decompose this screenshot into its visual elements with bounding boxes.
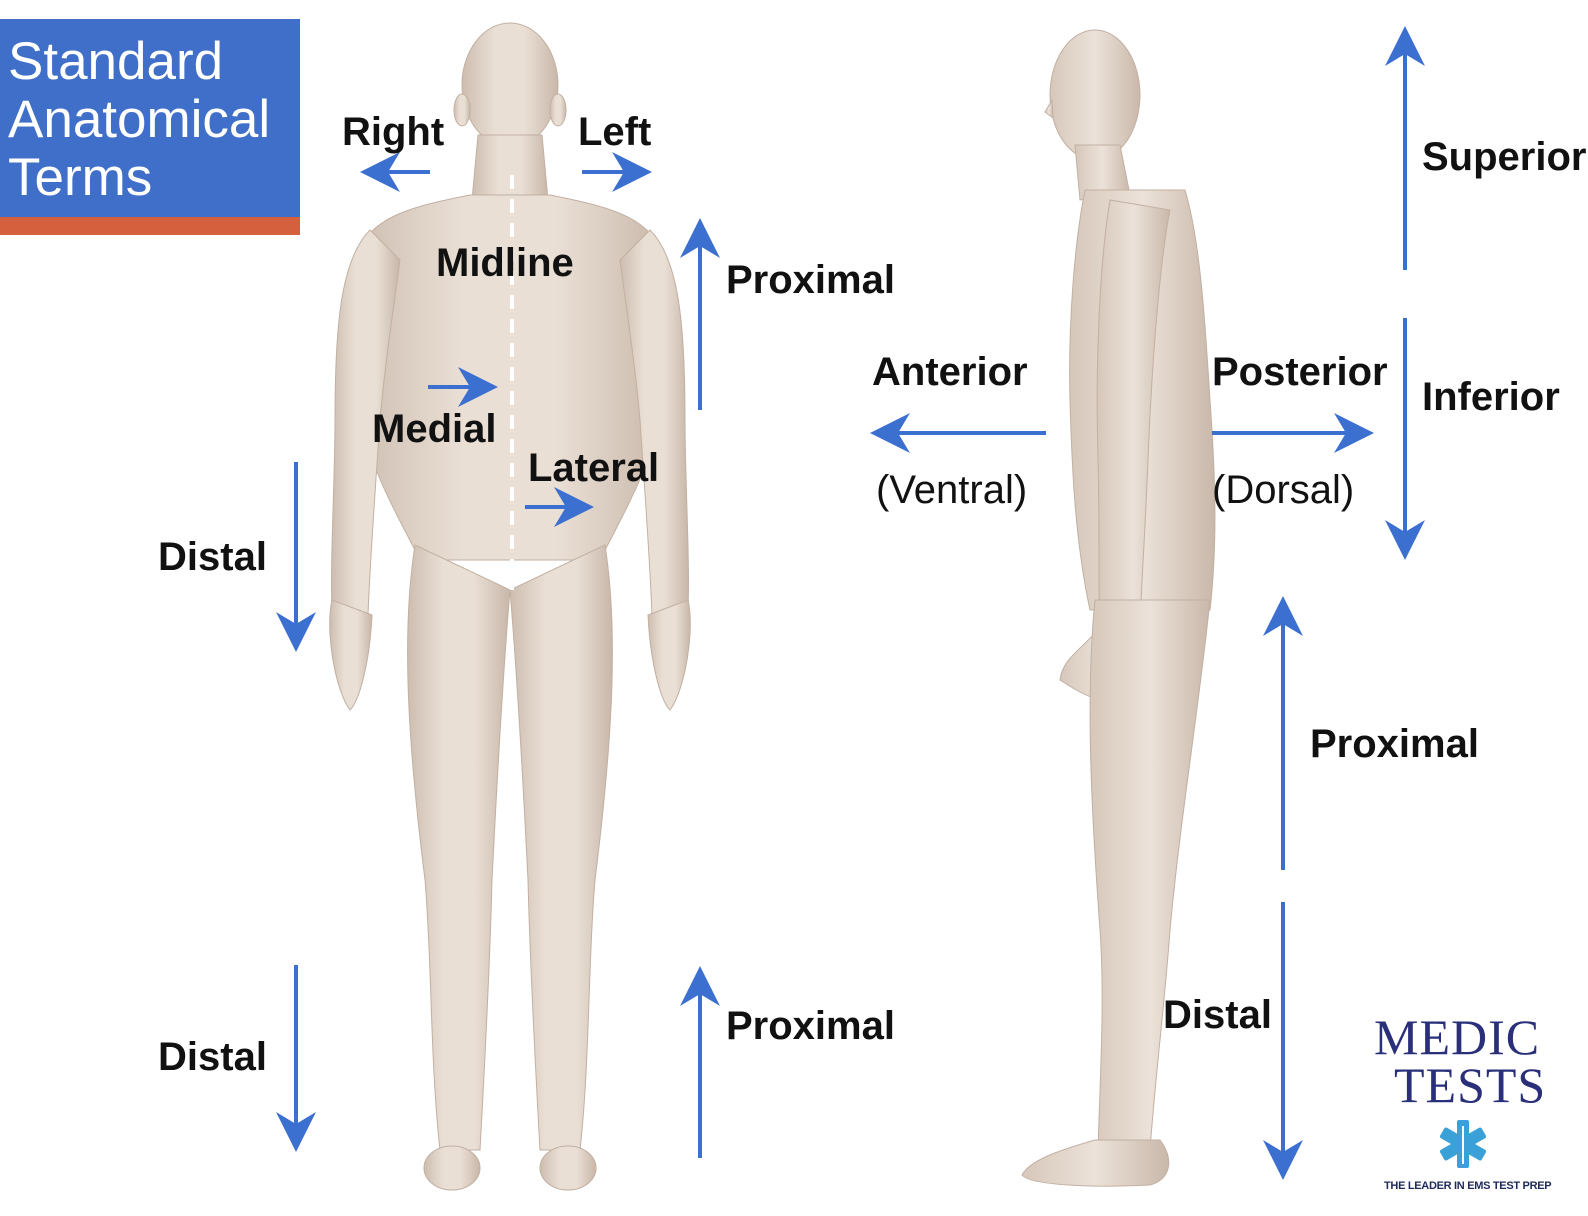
label-ventral: (Ventral) [876, 468, 1028, 512]
title-line-3: Terms [8, 148, 153, 207]
label-posterior: Posterior [1212, 350, 1388, 394]
title-line-2: Anatomical [8, 90, 271, 149]
logo-tagline: THE LEADER IN EMS TEST PREP [1384, 1180, 1552, 1192]
label-proximal-upper-front: Proximal [726, 258, 895, 302]
label-proximal-leg-front: Proximal [726, 1004, 895, 1048]
label-dorsal: (Dorsal) [1212, 468, 1355, 512]
logo-line-2: TESTS [1394, 1057, 1547, 1113]
title-line-1: Standard [8, 32, 224, 91]
medic-tests-logo: MEDIC TESTS THE LEADER IN EMS TEST PREP [1370, 1010, 1570, 1200]
label-distal-side: Distal [1163, 993, 1272, 1037]
label-superior: Superior [1422, 135, 1587, 179]
title-accent-bar [0, 217, 300, 235]
front-body-figure [329, 22, 691, 1191]
label-proximal-side: Proximal [1310, 722, 1479, 766]
label-inferior: Inferior [1422, 375, 1560, 419]
direction-arrows [276, 26, 1425, 1180]
label-anterior: Anterior [872, 350, 1028, 394]
label-distal-arm-front: Distal [158, 535, 267, 579]
label-distal-leg-front: Distal [158, 1035, 267, 1079]
star-of-life-icon [1439, 1120, 1487, 1168]
page-title: Standard Anatomical Terms [8, 33, 270, 207]
title-panel [0, 19, 300, 217]
side-body-figure [1021, 29, 1216, 1187]
label-right: Right [342, 110, 445, 154]
logo-line-1: MEDIC [1374, 1009, 1541, 1065]
label-medial: Medial [372, 407, 497, 451]
label-midline: Midline [436, 241, 574, 285]
label-left: Left [578, 110, 652, 154]
label-lateral: Lateral [528, 446, 660, 490]
